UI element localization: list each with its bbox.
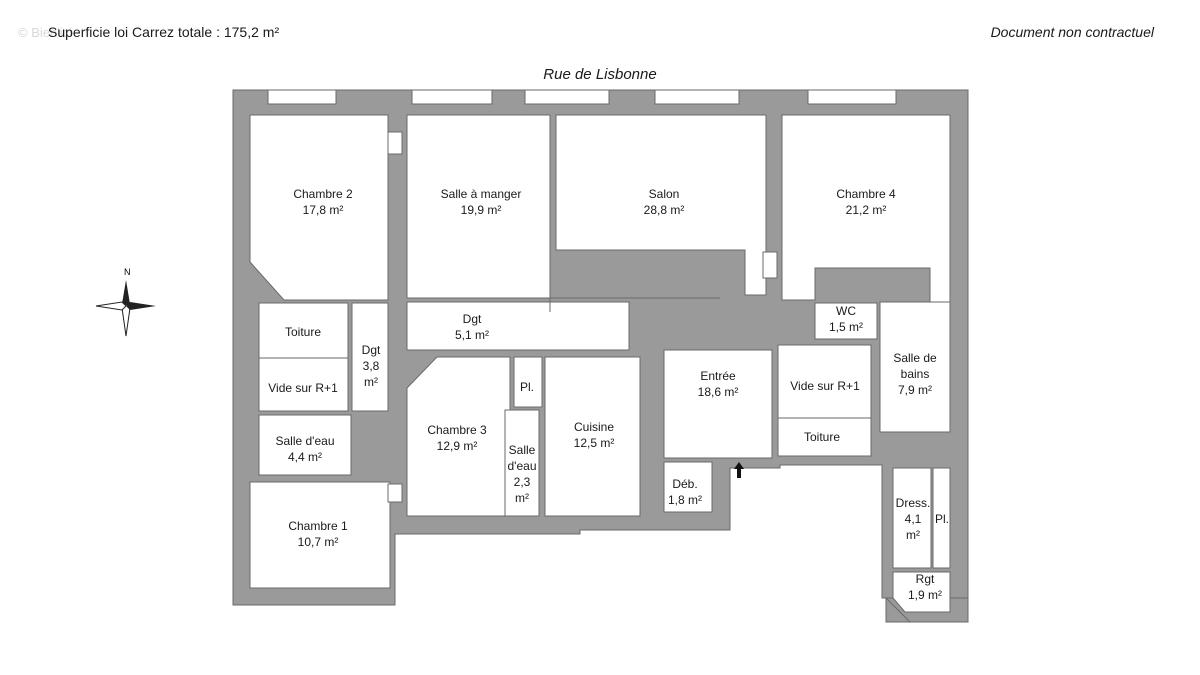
room-dress [892,467,932,569]
label-vide-right: Vide sur R+1 [790,379,860,393]
room-rgt [892,571,951,613]
room-salon [555,114,767,296]
room-cuisine [544,356,641,517]
room-toiture-left [258,302,349,359]
room-entree [663,349,773,459]
compass-north-label: N [124,267,131,277]
door-marks [259,131,871,503]
street-name: Rue de Lisbonne [543,66,657,83]
room-salle-de-bains [879,301,951,433]
room-pl-center [513,356,543,408]
label-salle-eau-center: Salle d'eau 2,3 m² [507,443,537,505]
label-toiture-right: Toiture [803,430,841,444]
rooms [249,114,951,613]
label-dress: Dress. 4,1 m² [895,496,931,542]
room-pl-right [932,467,951,569]
room-chambre-2 [249,114,389,301]
room-salle-eau-left [258,414,352,476]
room-salle-a-manger [406,114,551,299]
entry-arrow-icon [734,462,744,478]
watermark: © Bien'ici [18,25,72,40]
room-chambre-1 [249,481,391,589]
room-chambre-3 [406,356,511,517]
label-pl-right: Pl. [934,512,950,526]
compass-icon: N [95,267,156,337]
room-toiture-right [777,417,872,457]
room-wc [814,302,878,340]
label-vide-left: Vide sur R+1 [268,381,338,395]
label-dgt-left: Dgt 3,8 m² [361,343,381,389]
total-area-label: Superficie loi Carrez totale : 175,2 m² [48,24,280,40]
room-dgt-center [406,301,630,351]
room-vide-left [258,357,349,412]
room-salle-eau-center [504,409,540,517]
room-deb [663,461,713,513]
street-windows [267,89,897,105]
room-vide-right [777,344,872,419]
label-deb: Déb.1,8 m² [667,477,703,507]
label-pl-center: Pl. [519,380,535,394]
room-chambre-4 [781,114,951,303]
room-dgt-left [351,302,389,412]
disclaimer: Document non contractuel [990,24,1154,40]
label-toiture-left: Toiture [284,325,322,339]
